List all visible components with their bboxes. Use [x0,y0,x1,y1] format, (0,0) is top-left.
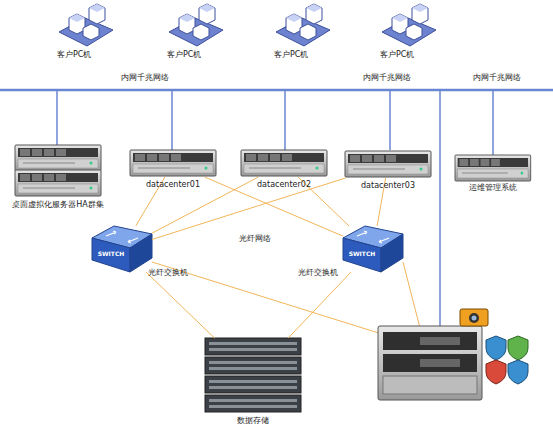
server-box: datacenter01 [130,150,216,177]
node-label: 光纤交换机 [148,268,208,278]
server-icon [241,150,327,176]
switch-icon [343,226,403,272]
switch-icon [92,226,152,272]
node-label: 客户PC机 [57,50,117,60]
server-icon [455,155,531,181]
server-icon [15,145,101,171]
node-label: 运维管理系统 [455,183,531,193]
node-label: 桌面虚拟化服务器HA群集 [3,200,113,210]
node-label: 客户PC机 [274,50,334,60]
pc-icon [276,4,330,46]
storage-box: 数据存储 [205,338,301,412]
node-label: 光纤交换机 [298,268,358,278]
pc-icon [59,4,113,46]
camera-icon [460,309,488,326]
fiber-connector [288,272,351,338]
server-icon [130,150,216,176]
server-cluster: 桌面虚拟化服务器HA群集 [15,145,101,195]
storage-icon [205,338,301,412]
drop-lines [57,90,493,328]
node-label: datacenter03 [345,181,431,191]
device-label: SWITCH [92,249,130,259]
network-label: 内网千兆网络 [462,73,532,83]
node-label: 数据存储 [205,416,301,426]
backup-device [378,326,482,400]
client-pc: 客户PC机 [165,6,225,48]
client-pc: 客户PC机 [378,6,438,48]
fiber-switch: SWITCH光纤交换机 [92,226,152,272]
fiber-connector [146,272,215,338]
server-icon [15,170,101,196]
network-label: 光纤网络 [225,234,285,244]
server-box: datacenter02 [241,150,327,177]
shield-icons [486,336,528,384]
node-label: 客户PC机 [167,50,227,60]
client-pc: 客户PC机 [55,6,115,48]
network-bus [0,89,553,92]
server-box: 运维管理系统 [455,155,531,181]
node-label: 客户PC机 [380,50,440,60]
client-pc: 客户PC机 [272,6,332,48]
network-label: 内网千兆网络 [110,73,180,83]
pc-icon [169,4,223,46]
device-label: SWITCH [343,249,381,259]
connector-line [288,272,351,338]
fiber-line [152,262,420,335]
server-icon [345,151,431,177]
node-label: datacenter02 [241,180,327,190]
server-box: datacenter03 [345,151,431,178]
fiber-switch: SWITCH光纤交换机 [343,226,403,272]
node-label: datacenter01 [130,180,216,190]
connector-line [146,272,215,338]
network-label: 内网千兆网络 [352,73,422,83]
pc-icon [382,4,436,46]
